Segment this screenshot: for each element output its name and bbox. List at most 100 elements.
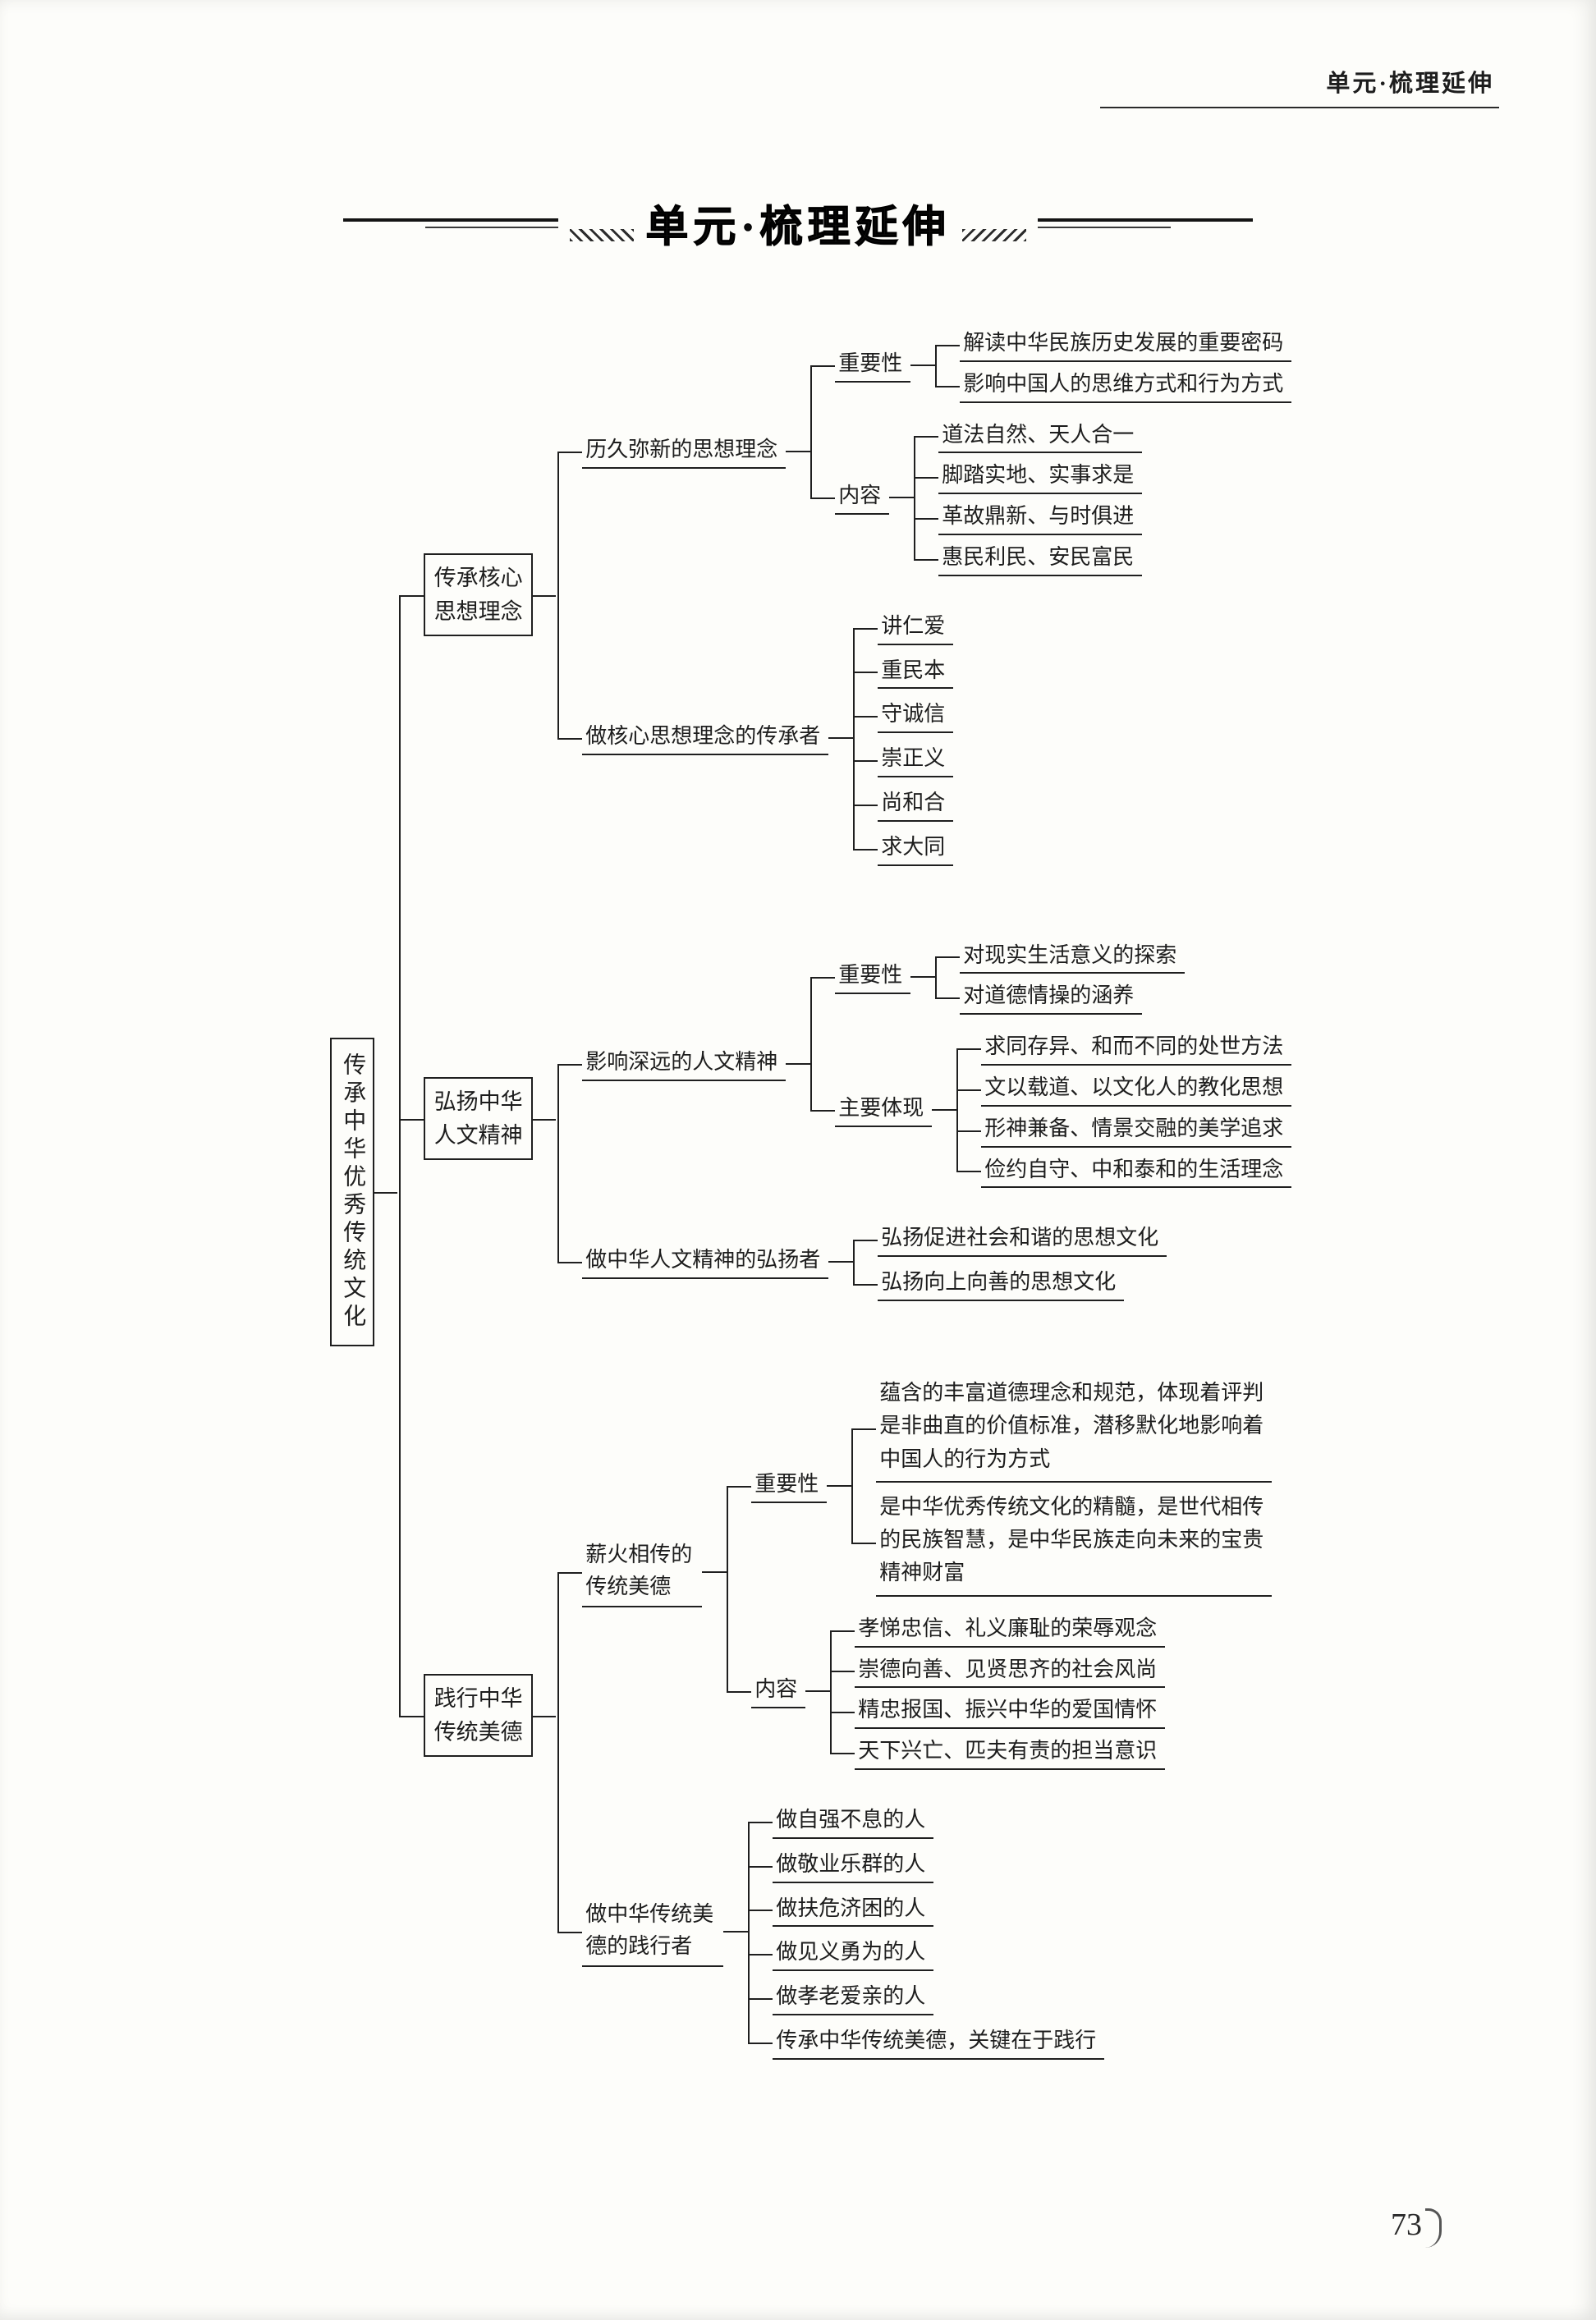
- tree-subtree: 对道德情操的涵养: [960, 980, 1143, 1016]
- tree-node: 重要性: [835, 960, 936, 995]
- tree-node: 惠民利民、安民富民: [938, 542, 1143, 576]
- tree-branch-wrap: 影响中国人的思维方式和行为方式: [935, 365, 1292, 406]
- tree-branch-wrap: 重要性解读中华民族历史发展的重要密码影响中国人的思维方式和行为方式: [810, 319, 1292, 411]
- corner-header-rule: [1100, 107, 1499, 108]
- tree-branch-wrap: 对现实生活意义的探索: [935, 937, 1186, 978]
- tree-node: 践行中华传统美德: [424, 1674, 557, 1758]
- tree-branch-wrap: 弘扬向上向善的思想文化: [853, 1262, 1167, 1306]
- title-right-line: [1037, 218, 1253, 228]
- page-title: 单元·梳理延伸: [645, 204, 951, 251]
- tree-node: 传承中华传统美德，关键在于践行: [773, 2025, 1105, 2060]
- tree-branch-wrap: 革故鼎新、与时俱进: [914, 497, 1143, 539]
- tree-subtree: 革故鼎新、与时俱进: [938, 501, 1143, 535]
- tree-subtree: 做自强不息的人: [773, 1804, 934, 1839]
- tree-branch-wrap: 做自强不息的人: [748, 1800, 1104, 1844]
- tree-branch-wrap: 重要性蕴含的丰富道德理念和规范，体现着评判是非曲直的价值标准，潜移默化地影响着中…: [727, 1367, 1273, 1605]
- tree-node: 做见义勇为的人: [773, 1937, 934, 1972]
- tree-node: 蕴含的丰富道德理念和规范，体现着评判是非曲直的价值标准，潜移默化地影响着中国人的…: [876, 1375, 1273, 1483]
- tree-subtree: 求同存异、和而不同的处世方法: [981, 1031, 1292, 1066]
- tree-branch-wrap: 形神兼备、情景交融的美学追求: [956, 1109, 1292, 1151]
- tree-branch-wrap: 崇正义: [853, 738, 954, 782]
- tree-subtree: 文以载道、以文化人的教化思想: [981, 1072, 1292, 1107]
- tree-branch-wrap: 做扶危济困的人: [748, 1887, 1104, 1933]
- tree-subtree: 内容孝悌忠信、礼义廉耻的荣辱观念崇德向善、见贤思齐的社会风尚精忠报国、振兴中华的…: [751, 1610, 1166, 1773]
- tree-node: 尚和合: [878, 787, 954, 822]
- tree-branch-wrap: 重要性对现实生活意义的探索对道德情操的涵养: [810, 932, 1291, 1024]
- tree-subtree: 做核心思想理念的传承者讲仁爱重民本守诚信崇正义尚和合求大同: [582, 606, 954, 871]
- tree-branch-wrap: 求同存异、和而不同的处世方法: [956, 1028, 1292, 1069]
- tree-subtree: 践行中华传统美德薪火相传的传统美德重要性蕴含的丰富道德理念和规范，体现着评判是非…: [424, 1356, 1273, 2075]
- tree-subtree: 尚和合: [878, 787, 954, 822]
- tree-branch-wrap: 道法自然、天人合一: [914, 416, 1143, 457]
- tree-node: 孝悌忠信、礼义廉耻的荣辱观念: [855, 1613, 1166, 1648]
- tree-branch-wrap: 主要体现求同存异、和而不同的处世方法文以载道、以文化人的教化思想形神兼备、情景交…: [810, 1023, 1292, 1196]
- tree-subtree: 做见义勇为的人: [773, 1937, 934, 1972]
- title-left-line: [343, 218, 559, 228]
- tree-branch-wrap: 历久弥新的思想理念重要性解读中华民族历史发展的重要密码影响中国人的思维方式和行为…: [557, 309, 1292, 595]
- tree-children: 讲仁爱重民本守诚信崇正义尚和合求大同: [853, 606, 954, 871]
- tree-children: 解读中华民族历史发展的重要密码影响中国人的思维方式和行为方式: [935, 324, 1292, 406]
- tree-branch-wrap: 践行中华传统美德薪火相传的传统美德重要性蕴含的丰富道德理念和规范，体现着评判是非…: [399, 1336, 1291, 2095]
- tree-subtree: 做扶危济困的人: [773, 1893, 934, 1928]
- tree-subtree: 形神兼备、情景交融的美学追求: [981, 1113, 1292, 1148]
- tree-subtree: 做孝老爱亲的人: [773, 1981, 934, 2015]
- tree-node: 弘扬促进社会和谐的思想文化: [878, 1222, 1167, 1258]
- tree-branch-wrap: 对道德情操的涵养: [935, 977, 1185, 1018]
- tree-node: 影响中国人的思维方式和行为方式: [960, 369, 1292, 403]
- page-number-hook-icon: [1425, 2208, 1442, 2248]
- tree-branch-wrap: 做见义勇为的人: [748, 1932, 1104, 1976]
- tree-branch-wrap: 弘扬中华人文精神影响深远的人文精神重要性对现实生活意义的探索对道德情操的涵养主要…: [399, 901, 1292, 1337]
- tree-branch-wrap: 内容孝悌忠信、礼义廉耻的荣辱观念崇德向善、见贤思齐的社会风尚精忠报国、振兴中华的…: [727, 1604, 1272, 1778]
- tree-branch-wrap: 做孝老爱亲的人: [748, 1976, 1104, 2020]
- title-band: 单元·梳理延伸: [0, 192, 1596, 254]
- tree-branch-wrap: 惠民利民、安民富民: [914, 538, 1143, 580]
- tree-branch-wrap: 蕴含的丰富道德理念和规范，体现着评判是非曲直的价值标准，潜移默化地影响着中国人的…: [851, 1372, 1273, 1486]
- tree-node: 形神兼备、情景交融的美学追求: [981, 1113, 1292, 1148]
- tree-subtree: 精忠报国、振兴中华的爱国情怀: [855, 1694, 1166, 1730]
- tree-children: 蕴含的丰富道德理念和规范，体现着评判是非曲直的价值标准，潜移默化地影响着中国人的…: [851, 1372, 1273, 1600]
- tree-branch-wrap: 天下兴亡、匹夫有责的担当意识: [830, 1732, 1166, 1773]
- tree-node: 讲仁爱: [878, 611, 954, 645]
- tree-node: 是中华优秀传统文化的精髓，是世代相传的民族智慧，是中华民族走向未来的宝贵精神财富: [876, 1489, 1273, 1597]
- tree-node: 传承中华优秀传统文化: [330, 1037, 398, 1346]
- page-number: 73: [1391, 2205, 1442, 2248]
- mindmap: 传承中华优秀传统文化 传承核心思想理念历久弥新的思想理念重要性解读中华民族历史发展…: [330, 289, 1292, 2095]
- tree-subtree: 弘扬向上向善的思想文化: [878, 1267, 1125, 1301]
- tree-subtree: 影响中国人的思维方式和行为方式: [960, 369, 1292, 403]
- tree-children: 传承核心思想理念历久弥新的思想理念重要性解读中华民族历史发展的重要密码影响中国人…: [399, 289, 1292, 2095]
- tree-subtree: 惠民利民、安民富民: [938, 542, 1143, 576]
- tree-subtree: 做中华传统美德的践行者做自强不息的人做敬业乐群的人做扶危济困的人做见义勇为的人做…: [582, 1800, 1105, 2065]
- tree-branch-wrap: 薪火相传的传统美德重要性蕴含的丰富道德理念和规范，体现着评判是非曲直的价值标准，…: [557, 1356, 1273, 1789]
- tree-branch-wrap: 尚和合: [853, 782, 954, 827]
- tree-subtree: 传承核心思想理念历久弥新的思想理念重要性解读中华民族历史发展的重要密码影响中国人…: [424, 309, 1292, 882]
- tree-subtree: 道法自然、天人合一: [938, 420, 1143, 454]
- tree-node: 传承核心思想理念: [424, 553, 557, 637]
- tree-branch-wrap: 传承核心思想理念历久弥新的思想理念重要性解读中华民族历史发展的重要密码影响中国人…: [399, 289, 1292, 901]
- tree-children: 薪火相传的传统美德重要性蕴含的丰富道德理念和规范，体现着评判是非曲直的价值标准，…: [557, 1356, 1273, 2075]
- tree-node: 守诚信: [878, 699, 954, 734]
- tree-branch-wrap: 文以载道、以文化人的教化思想: [956, 1068, 1292, 1110]
- tree-node: 内容: [751, 1674, 831, 1709]
- tree-branch-wrap: 崇德向善、见贤思齐的社会风尚: [830, 1650, 1166, 1692]
- tree-subtree: 求大同: [878, 832, 954, 866]
- tree-subtree: 重要性解读中华民族历史发展的重要密码影响中国人的思维方式和行为方式: [835, 324, 1292, 406]
- tree-node: 崇德向善、见贤思齐的社会风尚: [855, 1654, 1166, 1689]
- tree-subtree: 传承中华传统美德，关键在于践行: [773, 2025, 1105, 2060]
- tree-node: 脚踏实地、实事求是: [938, 460, 1143, 495]
- tree-children: 弘扬促进社会和谐的思想文化弘扬向上向善的思想文化: [853, 1217, 1167, 1306]
- tree-node: 对道德情操的涵养: [960, 980, 1143, 1016]
- tree-branch-wrap: 弘扬促进社会和谐的思想文化: [853, 1217, 1167, 1262]
- tree-subtree: 弘扬促进社会和谐的思想文化: [878, 1222, 1167, 1258]
- tree-branch-wrap: 求大同: [853, 826, 954, 871]
- tree-branch-wrap: 内容道法自然、天人合一脚踏实地、实事求是革故鼎新、与时俱进惠民利民、安民富民: [810, 410, 1291, 585]
- tree-branch-wrap: 是中华优秀传统文化的精髓，是世代相传的民族智慧，是中华民族走向未来的宝贵精神财富: [851, 1485, 1273, 1600]
- tree-branch-wrap: 做核心思想理念的传承者讲仁爱重民本守诚信崇正义尚和合求大同: [557, 594, 1291, 882]
- tree-children: 影响深远的人文精神重要性对现实生活意义的探索对道德情操的涵养主要体现求同存异、和…: [557, 921, 1292, 1317]
- tree-node: 重要性: [835, 348, 936, 383]
- tree-subtree: 做中华人文精神的弘扬者弘扬促进社会和谐的思想文化弘扬向上向善的思想文化: [582, 1217, 1167, 1306]
- tree-branch-wrap: 讲仁爱: [853, 606, 954, 650]
- tree-subtree: 影响深远的人文精神重要性对现实生活意义的探索对道德情操的涵养主要体现求同存异、和…: [582, 932, 1292, 1197]
- tree-children: 重要性蕴含的丰富道德理念和规范，体现着评判是非曲直的价值标准，潜移默化地影响着中…: [727, 1367, 1273, 1778]
- tree-node: 做孝老爱亲的人: [773, 1981, 934, 2015]
- tree-children: 孝悌忠信、礼义廉耻的荣辱观念崇德向善、见贤思齐的社会风尚精忠报国、振兴中华的爱国…: [830, 1610, 1166, 1773]
